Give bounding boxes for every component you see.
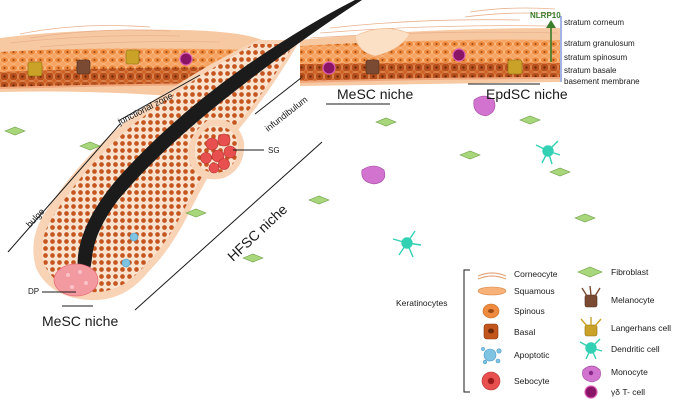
- label-infundibulum: infundibulum: [263, 94, 309, 133]
- legend-langerhans: Langerhans cell: [611, 323, 671, 333]
- sebocyte-cluster: [200, 133, 237, 174]
- fibroblast-icon: [577, 266, 603, 278]
- stratum-basale-label: stratum basale: [564, 66, 617, 75]
- dendritic-cell-icon: [579, 338, 603, 360]
- dermis-monocytes: [361, 95, 496, 185]
- gd-tcell-icon: [584, 385, 598, 399]
- legend-monocyte: Monocyte: [611, 367, 648, 377]
- legend: Keratinocytes Corneocyte Squamous Spino: [396, 266, 671, 399]
- langerhans-icon: [580, 317, 602, 337]
- basal-icon: [483, 323, 499, 340]
- legend-gd-tcell: γδ T- cell: [611, 387, 645, 397]
- legend-bracket: [463, 269, 470, 393]
- legend-keratinocytes-label: Keratinocytes: [396, 298, 448, 308]
- monocyte-icon: [582, 365, 601, 383]
- spinous-icon: [482, 303, 500, 319]
- legend-spinous: Spinous: [514, 306, 545, 316]
- strata-labels: stratum corneum stratum granulosum strat…: [564, 18, 640, 86]
- stratum-granulosum-label: stratum granulosum: [564, 39, 635, 48]
- dermal-papilla: [53, 263, 99, 297]
- label-nlrp10: NLRP10: [530, 11, 561, 20]
- dermis-dendritic-cells: [392, 140, 561, 258]
- legend-corneocyte: Corneocyte: [514, 269, 558, 279]
- label-dp: DP: [28, 287, 39, 296]
- label-hfsc-niche: HFSC niche: [224, 201, 290, 264]
- annotation-lines: [7, 74, 540, 311]
- hair-follicle: [33, 0, 362, 301]
- sebocyte-icon: [481, 371, 501, 391]
- label-sg: SG: [268, 146, 280, 155]
- legend-basal: Basal: [514, 327, 535, 337]
- legend-sebocyte: Sebocyte: [514, 376, 550, 386]
- legend-fibroblast: Fibroblast: [611, 267, 649, 277]
- label-mesc-niche-top: MeSC niche: [337, 86, 413, 102]
- apoptotic-cells: [121, 232, 139, 268]
- basement-membrane-label: basement membrane: [564, 77, 640, 86]
- legend-squamous: Squamous: [514, 286, 555, 296]
- label-epdsc-niche: EpdSC niche: [486, 86, 568, 102]
- legend-dendritic: Dendritic cell: [611, 344, 660, 354]
- legend-apoptotic: Apoptotic: [514, 350, 550, 360]
- melanocyte-icon: [581, 285, 601, 308]
- label-mesc-niche-bottom: MeSC niche: [42, 313, 118, 329]
- stratum-corneum-label: stratum corneum: [564, 18, 624, 27]
- epidermis-right: [299, 7, 561, 86]
- stratum-spinosum-label: stratum spinosum: [564, 53, 627, 62]
- corneocyte-icon: [477, 272, 507, 280]
- squamous-icon: [477, 286, 507, 296]
- legend-melanocyte: Melanocyte: [611, 295, 655, 305]
- apoptotic-icon: [481, 347, 502, 365]
- dermis-fibroblasts: [4, 115, 596, 263]
- surface-cells: [27, 48, 523, 77]
- nlrp10-arrow: [546, 20, 556, 62]
